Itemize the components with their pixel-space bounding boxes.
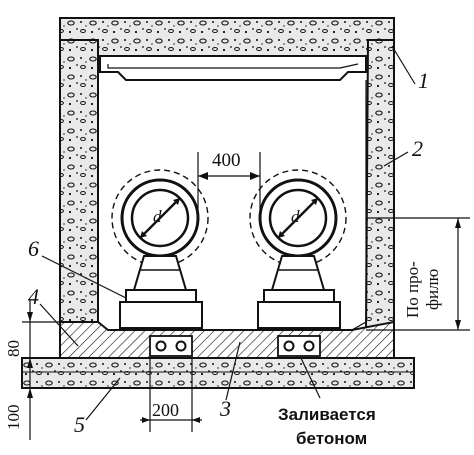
- profile-label-line2: филю: [423, 268, 442, 310]
- callout-6: 6: [28, 236, 39, 261]
- grout-pocket-left: [149, 335, 193, 357]
- callout-3: 3: [219, 396, 231, 421]
- dimension-gap: 400: [197, 150, 261, 210]
- caption-line-2: бетоном: [296, 429, 367, 448]
- svg-text:d: d: [153, 207, 162, 226]
- width-dimension-label: 200: [152, 400, 179, 420]
- svg-text:d: d: [291, 207, 300, 226]
- dimension-width: 200: [140, 358, 202, 432]
- pipe-left: d: [111, 169, 209, 329]
- gap-dimension-label: 400: [212, 150, 241, 171]
- caption-line-1: Заливается: [278, 405, 376, 424]
- height-80-label: 80: [4, 340, 23, 357]
- callout-5: 5: [74, 412, 85, 437]
- height-100-label: 100: [4, 405, 23, 431]
- dimension-vertical-left: 80 100: [4, 300, 60, 440]
- profile-label-line1: По про-: [403, 261, 422, 318]
- grout-pocket-right: [277, 335, 321, 357]
- pipe-right: d: [249, 169, 347, 329]
- dimension-profile: По про- филю: [366, 217, 470, 331]
- roof-cover-plate: [99, 55, 367, 81]
- foundation-layer: [21, 357, 415, 389]
- callout-4: 4: [28, 284, 39, 309]
- callout-1: 1: [418, 68, 429, 93]
- callout-2: 2: [412, 136, 423, 161]
- leader-lines: [39, 45, 416, 421]
